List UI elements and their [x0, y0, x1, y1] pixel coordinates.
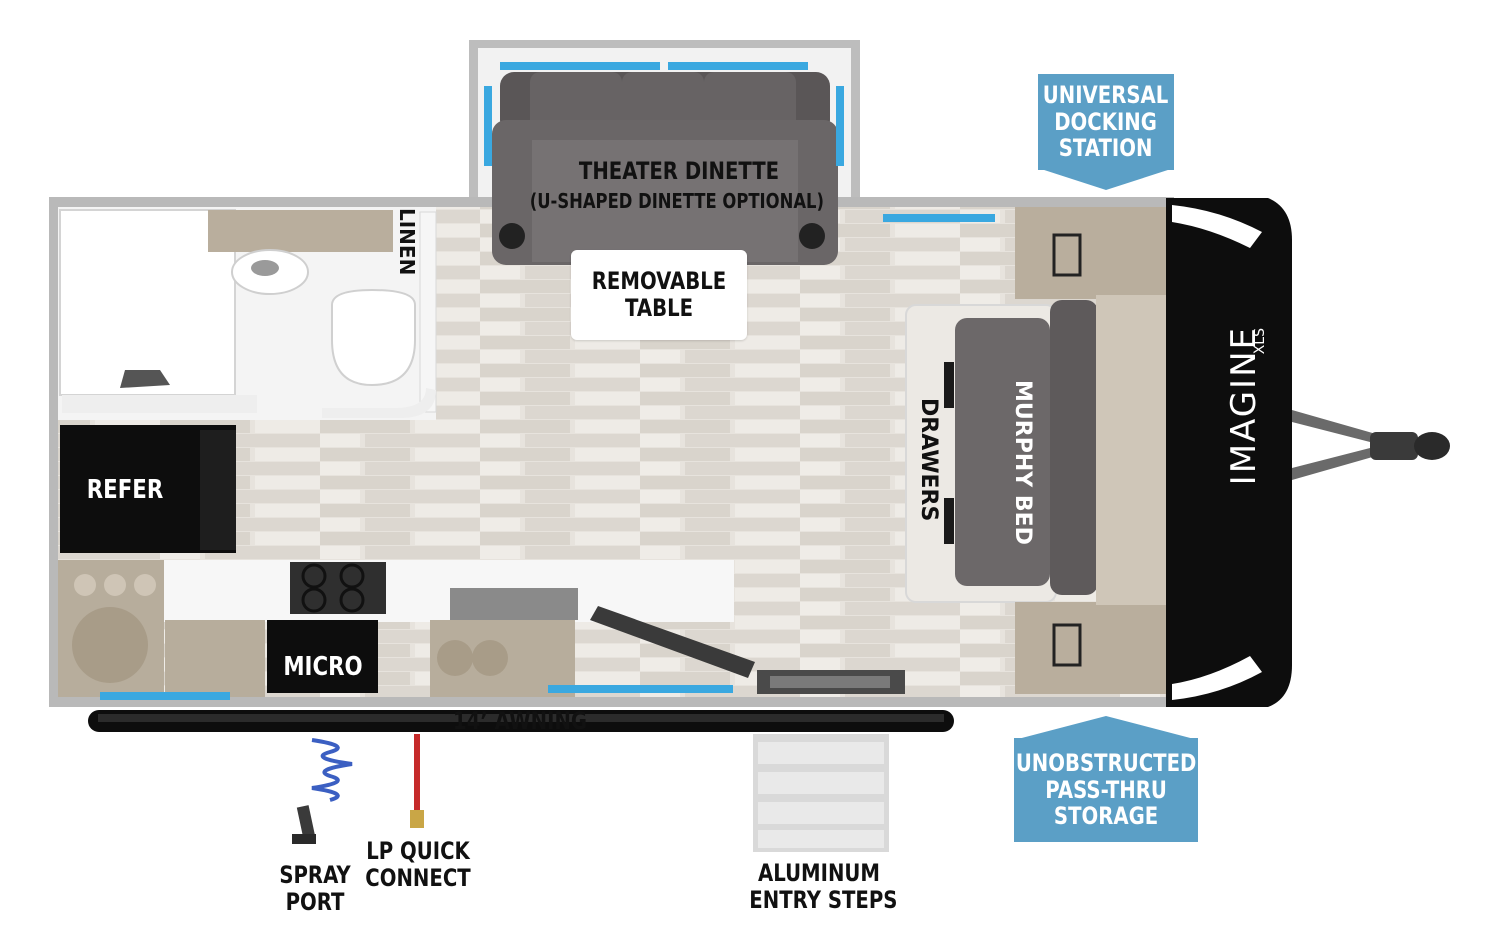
universal-docking-station-callout: UNIVERSAL DOCKING STATION [1038, 74, 1174, 170]
removable-table-label: REMOVABLE TABLE [591, 267, 727, 322]
bathroom [58, 207, 437, 420]
microwave [267, 620, 378, 693]
front-cabinets [1015, 207, 1167, 694]
tongue-hitch [1292, 410, 1450, 480]
lp-quick-connect-label: LP QUICK CONNECT [365, 837, 471, 892]
lp-hose [410, 734, 424, 828]
micro-label: MICRO [283, 652, 363, 682]
murphy-bed [905, 300, 1098, 603]
u-shaped-optional-label: (U-SHAPED DINETTE OPTIONAL) [529, 189, 824, 213]
aluminum-entry-steps-label: ALUMINUM ENTRY STEPS [749, 859, 898, 914]
refer-label: REFER [86, 475, 164, 505]
theater-dinette-label: THEATER DINETTE [578, 157, 780, 185]
removable-table: REMOVABLE TABLE [571, 250, 747, 340]
unobstructed-storage-callout: UNOBSTRUCTED PASS-THRU STORAGE [1014, 738, 1198, 842]
kitchen-counter [58, 560, 734, 697]
awning-label: 14’ AWNING [452, 707, 588, 735]
awning [88, 710, 954, 732]
unobstructed-storage-label: UNOBSTRUCTED PASS-THRU STORAGE [1015, 749, 1197, 831]
refrigerator [60, 425, 236, 553]
universal-docking-station-label: UNIVERSAL DOCKING STATION [1043, 81, 1169, 163]
windows [100, 214, 995, 700]
entry-steps [753, 734, 889, 852]
spray-port-label: SPRAY PORT [279, 861, 351, 916]
drawers-label: DRAWERS [916, 398, 941, 522]
logo-sub: XLS [1252, 328, 1268, 355]
theater-sofa [484, 62, 844, 265]
linen-label: LINEN [395, 208, 419, 276]
spray-port-hose [292, 738, 353, 844]
murphy-bed-label: MURPHY BED [1010, 380, 1035, 545]
counter-extension [590, 606, 905, 694]
callout-pointers [1014, 168, 1198, 740]
front-cap [1166, 198, 1292, 707]
